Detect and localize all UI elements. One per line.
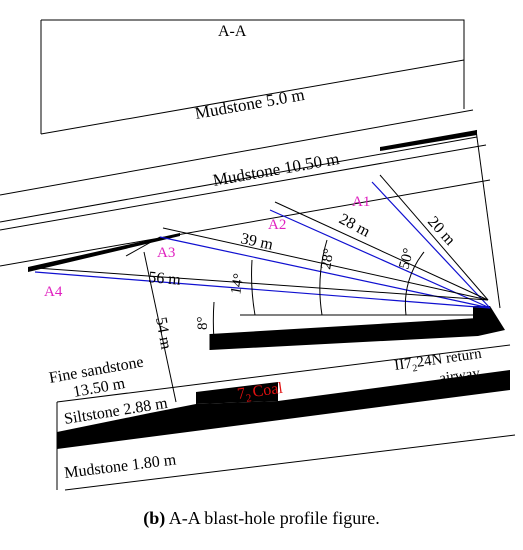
caption-tag: (b): [143, 508, 166, 528]
coal-seam-wedge: [196, 382, 278, 404]
blast-hole-a1: [371, 181, 491, 309]
blast-hole-a2: [269, 209, 491, 309]
dim-a1: [379, 174, 489, 301]
hole-label-a3: A3: [157, 245, 175, 261]
angle-arc-50: [404, 251, 425, 316]
caption-text: A-A blast-hole profile figure.: [165, 508, 380, 528]
angle-arc-28: [319, 239, 328, 316]
black-band-top: [380, 130, 477, 151]
coal-label: 72Coal: [236, 380, 285, 406]
dim-a2: [274, 201, 489, 301]
figure-caption: (b) A-A blast-hole profile figure.: [0, 508, 523, 529]
length-label-a4: 56 m: [148, 269, 182, 289]
black-band-sandstone-roof: [28, 233, 180, 272]
boundary-bottom-line: [64, 434, 516, 491]
boundary-line-3: [0, 136, 478, 223]
hole-label-a1: A1: [352, 194, 370, 210]
angle-label-28: 28°: [318, 247, 337, 270]
dimension-lines: [35, 174, 489, 403]
boundary-line-4: [0, 144, 487, 231]
hole-label-a4: A4: [44, 284, 63, 300]
angle-arc-14: [251, 259, 256, 316]
baseline-lower: [209, 319, 479, 349]
hole-a3-guide: [125, 236, 161, 257]
layer-mudstone-top: Mudstone 5.0 m: [193, 85, 306, 123]
dim-a3: [162, 227, 489, 301]
blast-hole-a4: [34, 271, 491, 309]
angle-label-14: 14°: [228, 272, 247, 295]
dim-a4: [35, 267, 489, 301]
coal-seam: [57, 370, 510, 449]
angle-arc-8: [212, 301, 215, 341]
boundary-line-1: [40, 59, 465, 135]
section-title: A-A: [218, 23, 247, 40]
vertical-distance-label: 54 m: [152, 316, 174, 351]
boundary-line-2: [0, 109, 474, 196]
length-label-a2: 28 m: [336, 211, 373, 242]
boundary-right: [475, 129, 501, 309]
layer-mudstone-bottom: Mudstone 1.80 m: [63, 451, 177, 482]
airway-label-line2: airway: [438, 365, 481, 387]
angle-label-8: 8°: [195, 317, 211, 331]
boundary-line-5: [0, 179, 491, 267]
length-label-a3: 39 m: [239, 230, 275, 253]
layer-mudstone-mid: Mudstone 10.50 m: [211, 149, 340, 190]
hole-label-a2: A2: [268, 217, 286, 233]
section-frame: [41, 19, 465, 109]
boundary-sandstone-siltstone: [56, 344, 511, 403]
vertical-dim: [143, 251, 177, 403]
return-airway-block: [473, 306, 505, 336]
angle-label-50: 50°: [396, 247, 417, 271]
